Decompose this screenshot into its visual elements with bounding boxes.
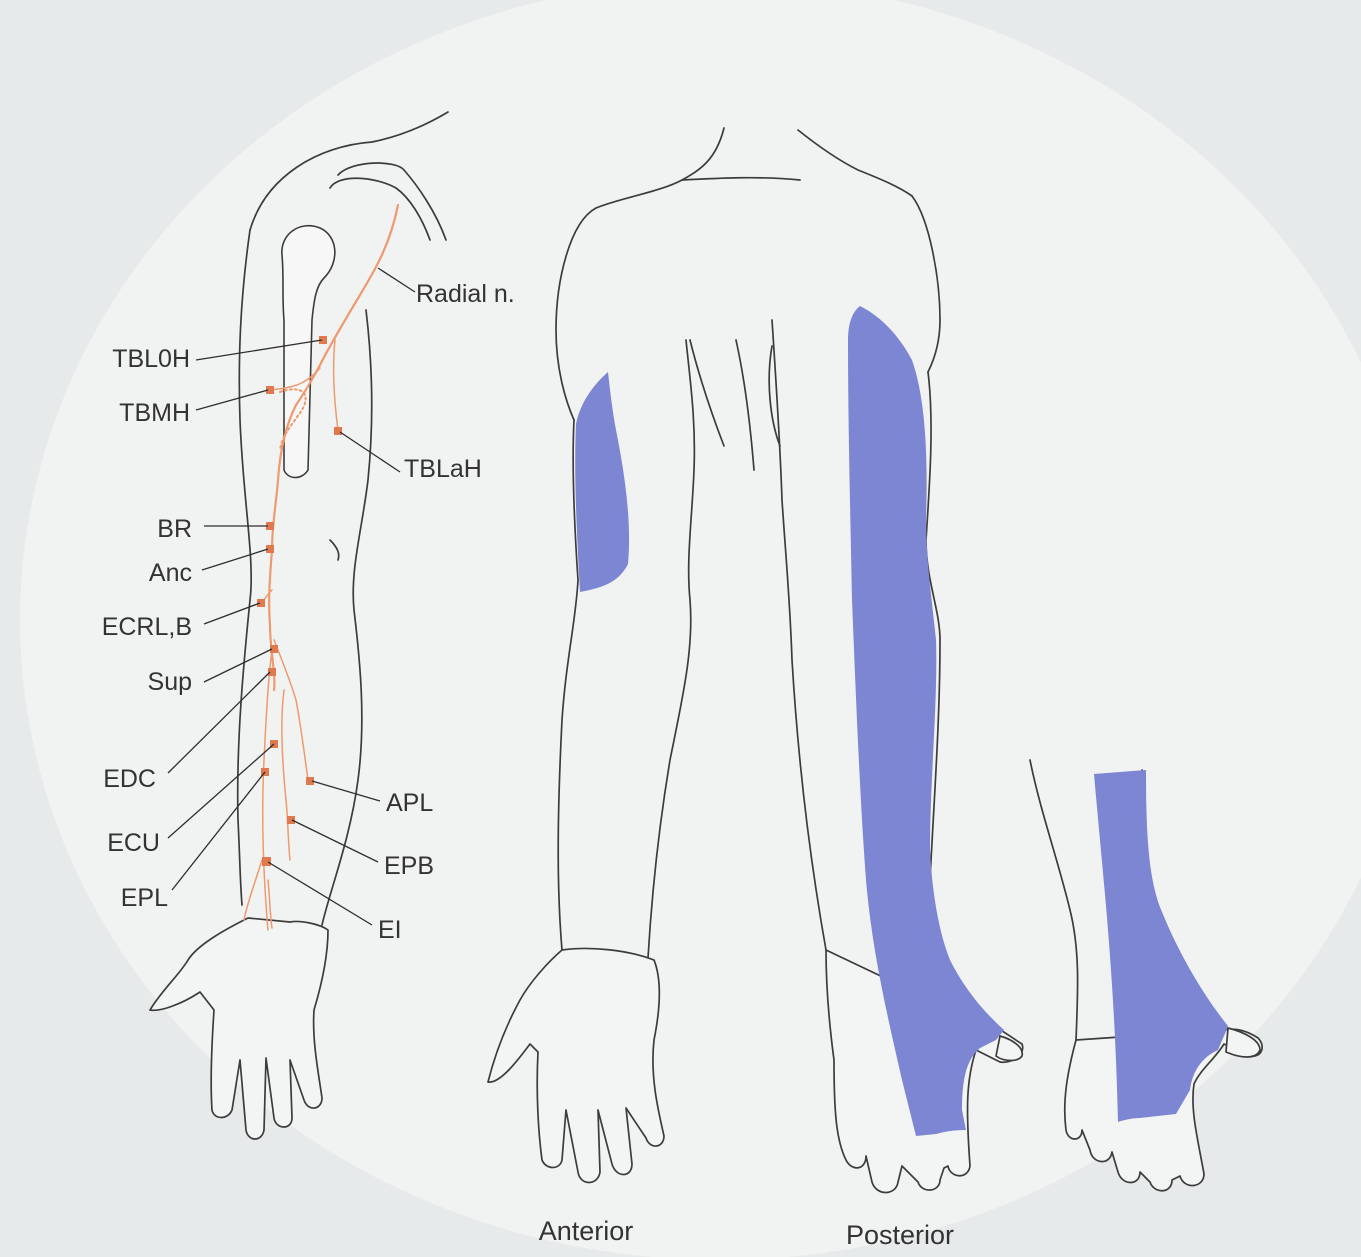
leader-anc: [201, 548, 269, 571]
label-tbloh: TBL0H: [112, 345, 190, 373]
anterior-hand: [487, 947, 665, 1184]
scapula-outline: [337, 162, 447, 241]
leader-tbloh: [195, 339, 323, 361]
neck-right: [797, 129, 913, 197]
nerve-course-arm: Radial n. TBL0H TBMH TBLaH BR Anc ECRL,B…: [102, 111, 515, 1140]
elbow-crease: [329, 539, 340, 561]
leader-ecu: [167, 743, 275, 839]
sensory-area-posterior-arm: [848, 306, 1004, 1136]
inset-thumb-tip: [1225, 1027, 1261, 1058]
label-br: BR: [157, 515, 192, 543]
leader-radial: [377, 267, 416, 293]
caption-posterior: Posterior: [846, 1220, 954, 1250]
motor-point-edc: [268, 668, 276, 676]
motor-point-br: [266, 522, 274, 530]
acromion-outline: [329, 177, 431, 241]
label-anc: Anc: [149, 559, 192, 587]
sensory-area-inset-hand: [1094, 770, 1228, 1122]
motor-point-tbmh: [266, 386, 274, 394]
leader-tbmh: [195, 389, 269, 411]
posterior-arm-inner: [771, 319, 827, 951]
leader-epb: [291, 819, 379, 863]
leader-ei: [267, 861, 373, 926]
shoulder-outline: [249, 111, 449, 231]
label-sup: Sup: [148, 668, 192, 696]
anterior-arm-crease: [689, 339, 725, 447]
arm-ulnar-edge: [321, 309, 373, 926]
branch-distal-forearm: [281, 689, 291, 861]
motor-point-tblah: [334, 427, 342, 435]
motor-point-anc: [266, 545, 274, 553]
label-radial-nerve: Radial n.: [416, 280, 515, 308]
label-ei: EI: [378, 916, 402, 944]
leader-ecrlb: [203, 602, 261, 625]
arm-radial-edge: [236, 229, 253, 906]
label-epb: EPB: [384, 852, 434, 880]
leader-apl: [311, 780, 381, 802]
label-epl: EPL: [121, 884, 168, 912]
motor-point-ecrlb: [257, 599, 265, 607]
motor-point-epb: [287, 816, 295, 824]
sensory-distribution-figure: Anterior Posterior: [487, 127, 1263, 1250]
motor-point-ei: [262, 857, 271, 866]
label-ecrlb: ECRL,B: [102, 613, 192, 641]
left-hand: [149, 917, 329, 1140]
anterior-arm-inner: [647, 339, 696, 959]
clavicle-line: [681, 176, 801, 181]
radial-nerve-spiral-groove: [279, 388, 307, 451]
branch-wrist: [243, 859, 273, 929]
label-edc: EDC: [103, 765, 156, 793]
leader-tblah: [339, 431, 401, 473]
torso-line-left: [735, 339, 755, 471]
label-tbmh: TBMH: [119, 399, 190, 427]
motor-point-sup: [270, 645, 278, 653]
branch-posterior-interosseous: [273, 639, 309, 781]
anterior-arm-outer: [557, 419, 579, 951]
motor-point-apl: [306, 777, 314, 785]
label-ecu: ECU: [107, 829, 160, 857]
motor-point-tbloh: [319, 336, 327, 344]
branch-tblah: [332, 339, 339, 431]
sensory-area-anterior-arm: [575, 372, 630, 592]
inset-forearm-outer: [1029, 759, 1079, 1041]
caption-anterior: Anterior: [539, 1216, 634, 1246]
leader-epl: [171, 771, 266, 891]
posterior-thumb-tip: [995, 1035, 1024, 1062]
humerus-bone: [281, 224, 336, 479]
label-apl: APL: [386, 789, 433, 817]
branch-superficial-radial: [262, 649, 273, 931]
branch-tbmh: [269, 367, 321, 391]
leader-sup: [203, 648, 273, 683]
label-tblah: TBLaH: [404, 455, 482, 483]
leader-edc: [167, 671, 271, 774]
posterior-arm-inner-detail: [768, 345, 781, 447]
torso-outline: [555, 195, 941, 421]
